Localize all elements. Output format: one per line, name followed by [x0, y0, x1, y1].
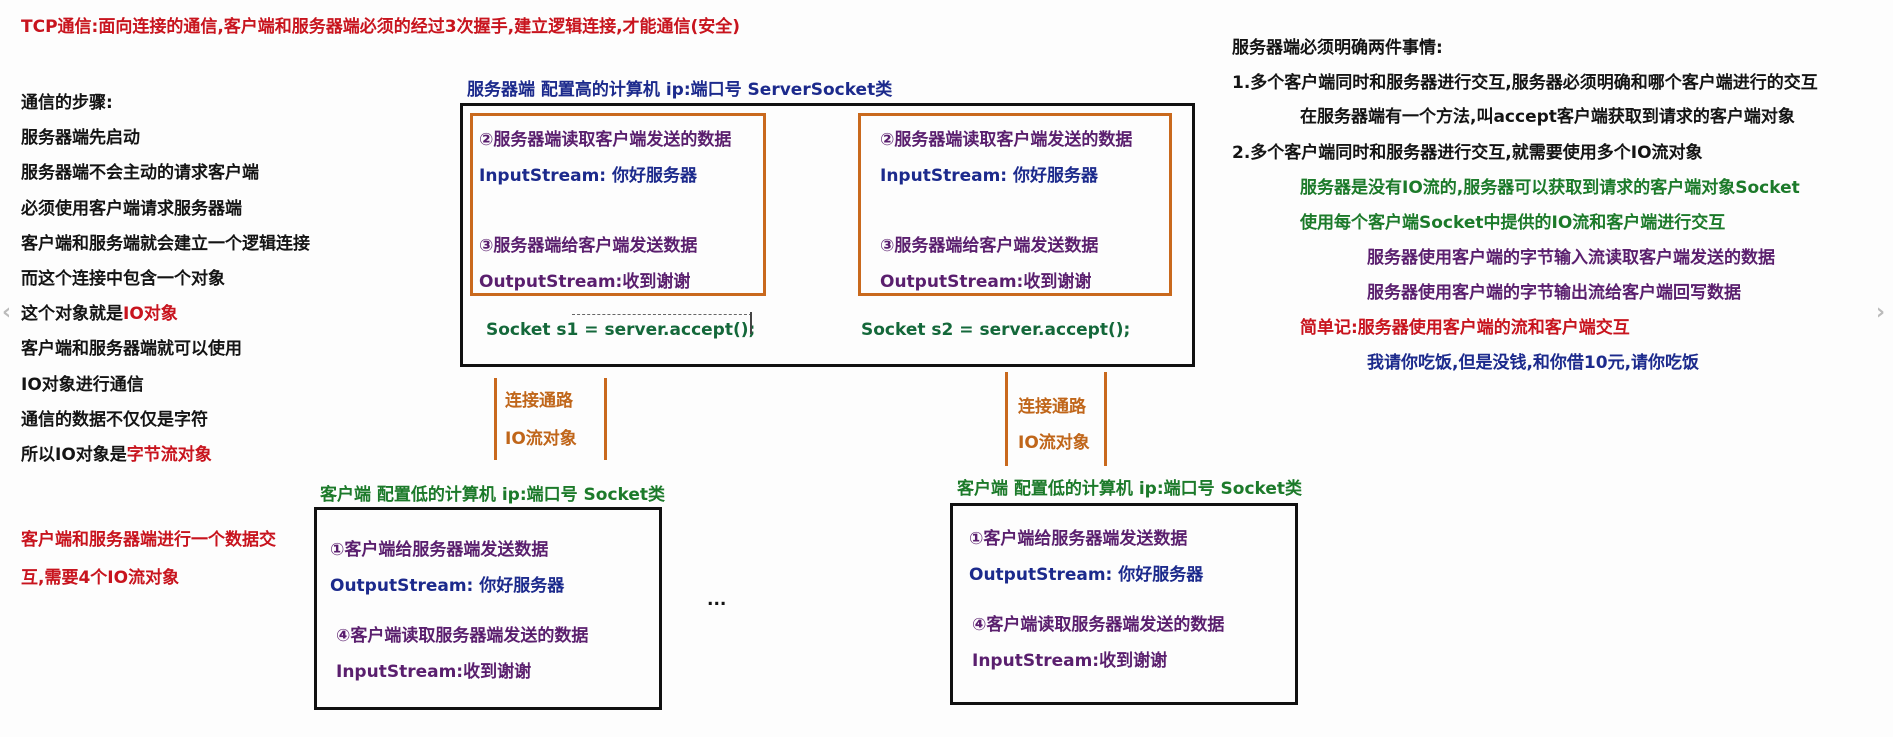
- right-point-2: 2.多个客户端同时和服务器进行交互,就需要使用多个IO流对象: [1232, 143, 1703, 163]
- right-example: 我请你吃饭,但是没钱,和你借10元,请你吃饭: [1367, 353, 1700, 373]
- step-line: 服务器端不会主动的请求客户端: [21, 163, 259, 184]
- right-heading: 服务器端必须明确两件事情:: [1232, 38, 1443, 58]
- connection-line-right-a: [1005, 372, 1008, 466]
- step-line: 客户端和服务器端就可以使用: [21, 339, 242, 360]
- server-output-1: OutputStream:收到谢谢: [479, 272, 691, 292]
- client-header-2: 客户端 配置低的计算机 ip:端口号 Socket类: [957, 479, 1303, 499]
- connection-line-left-b: [604, 378, 607, 460]
- page-title: TCP通信:面向连接的通信,客户端和服务器端必须的经过3次握手,建立逻辑连接,才…: [21, 17, 741, 37]
- client2-output: OutputStream: 你好服务器: [969, 565, 1204, 585]
- server-output-2: OutputStream:收到谢谢: [880, 272, 1092, 292]
- step-line: 而这个连接中包含一个对象: [21, 268, 225, 289]
- connection-label-left-1: 连接通路: [505, 391, 573, 411]
- server-step2-1: ②服务器端读取客户端发送的数据: [479, 130, 732, 150]
- text-cursor: [750, 312, 752, 334]
- client2-input: InputStream:收到谢谢: [972, 651, 1168, 671]
- byte-stream-highlight: 字节流对象: [126, 444, 212, 465]
- client1-output: OutputStream: 你好服务器: [330, 576, 565, 596]
- server-header: 服务器端 配置高的计算机 ip:端口号 ServerSocket类: [467, 80, 893, 100]
- step-text: 这个对象就是: [21, 304, 123, 325]
- client1-input: InputStream:收到谢谢: [336, 662, 532, 682]
- client2-step1: ①客户端给服务器端发送数据: [969, 529, 1188, 549]
- client-box-2: [950, 503, 1298, 705]
- right-point-1: 1.多个客户端同时和服务器进行交互,服务器必须明确和哪个客户端进行的交互: [1232, 73, 1818, 93]
- server-step3-2: ③服务器端给客户端发送数据: [880, 236, 1099, 256]
- step-line: 服务器端先启动: [21, 128, 140, 149]
- connection-label-left-2: IO流对象: [505, 429, 577, 449]
- socket-s1-code: Socket s1 = server.accept();: [486, 320, 756, 340]
- client1-step1: ①客户端给服务器端发送数据: [330, 540, 549, 560]
- steps-list: 通信的步骤: 服务器端先启动 服务器端不会主动的请求客户端 必须使用客户端请求服…: [21, 86, 310, 473]
- server-handler-box-1: [470, 113, 766, 296]
- prev-slide-icon[interactable]: ‹: [2, 300, 12, 325]
- step-line: 这个对象就是IO对象: [21, 297, 310, 332]
- right-green-1: 服务器是没有IO流的,服务器可以获取到请求的客户端对象Socket: [1300, 178, 1800, 198]
- server-input-1: InputStream: 你好服务器: [479, 166, 698, 186]
- right-green-2: 使用每个客户端Socket中提供的IO流和客户端进行交互: [1300, 213, 1726, 233]
- right-output-desc: 服务器使用客户端的字节输出流给客户端回写数据: [1367, 283, 1741, 303]
- step-line: 所以IO对象是字节流对象: [21, 438, 310, 473]
- server-step2-2: ②服务器端读取客户端发送的数据: [880, 130, 1133, 150]
- socket-s2-code: Socket s2 = server.accept();: [861, 320, 1131, 340]
- steps-heading: 通信的步骤:: [21, 93, 113, 113]
- client-header-1: 客户端 配置低的计算机 ip:端口号 Socket类: [320, 485, 666, 505]
- left-note-line2: 互,需要4个IO流对象: [21, 568, 180, 588]
- client1-step4: ④客户端读取服务器端发送的数据: [336, 626, 589, 646]
- server-input-2: InputStream: 你好服务器: [880, 166, 1099, 186]
- connection-line-left-a: [494, 378, 497, 460]
- server-step3-1: ③服务器端给客户端发送数据: [479, 236, 698, 256]
- io-object-highlight: IO对象: [123, 304, 178, 325]
- client-box-1: [314, 507, 662, 710]
- right-summary: 简单记:服务器使用客户端的流和客户端交互: [1300, 318, 1630, 338]
- connection-line-right-b: [1104, 372, 1107, 466]
- text-selection-marker: [572, 314, 752, 315]
- client2-step4: ④客户端读取服务器端发送的数据: [972, 615, 1225, 635]
- step-line: 通信的数据不仅仅是字符: [21, 409, 208, 430]
- server-handler-box-2: [858, 113, 1172, 296]
- connection-label-right-1: 连接通路: [1018, 397, 1086, 417]
- connection-label-right-2: IO流对象: [1018, 433, 1090, 453]
- left-note-line1: 客户端和服务器端进行一个数据交: [21, 530, 276, 550]
- step-line: IO对象进行通信: [21, 374, 144, 395]
- right-point-1-sub: 在服务器端有一个方法,叫accept客户端获取到请求的客户端对象: [1300, 107, 1795, 127]
- right-input-desc: 服务器使用客户端的字节输入流读取客户端发送的数据: [1367, 248, 1775, 268]
- step-line: 客户端和服务端就会建立一个逻辑连接: [21, 233, 310, 254]
- step-text: 所以IO对象是: [21, 444, 127, 465]
- step-line: 必须使用客户端请求服务器端: [21, 198, 242, 219]
- ellipsis: ...: [707, 590, 727, 610]
- next-slide-icon[interactable]: ›: [1876, 300, 1886, 325]
- server-box: [460, 103, 1195, 367]
